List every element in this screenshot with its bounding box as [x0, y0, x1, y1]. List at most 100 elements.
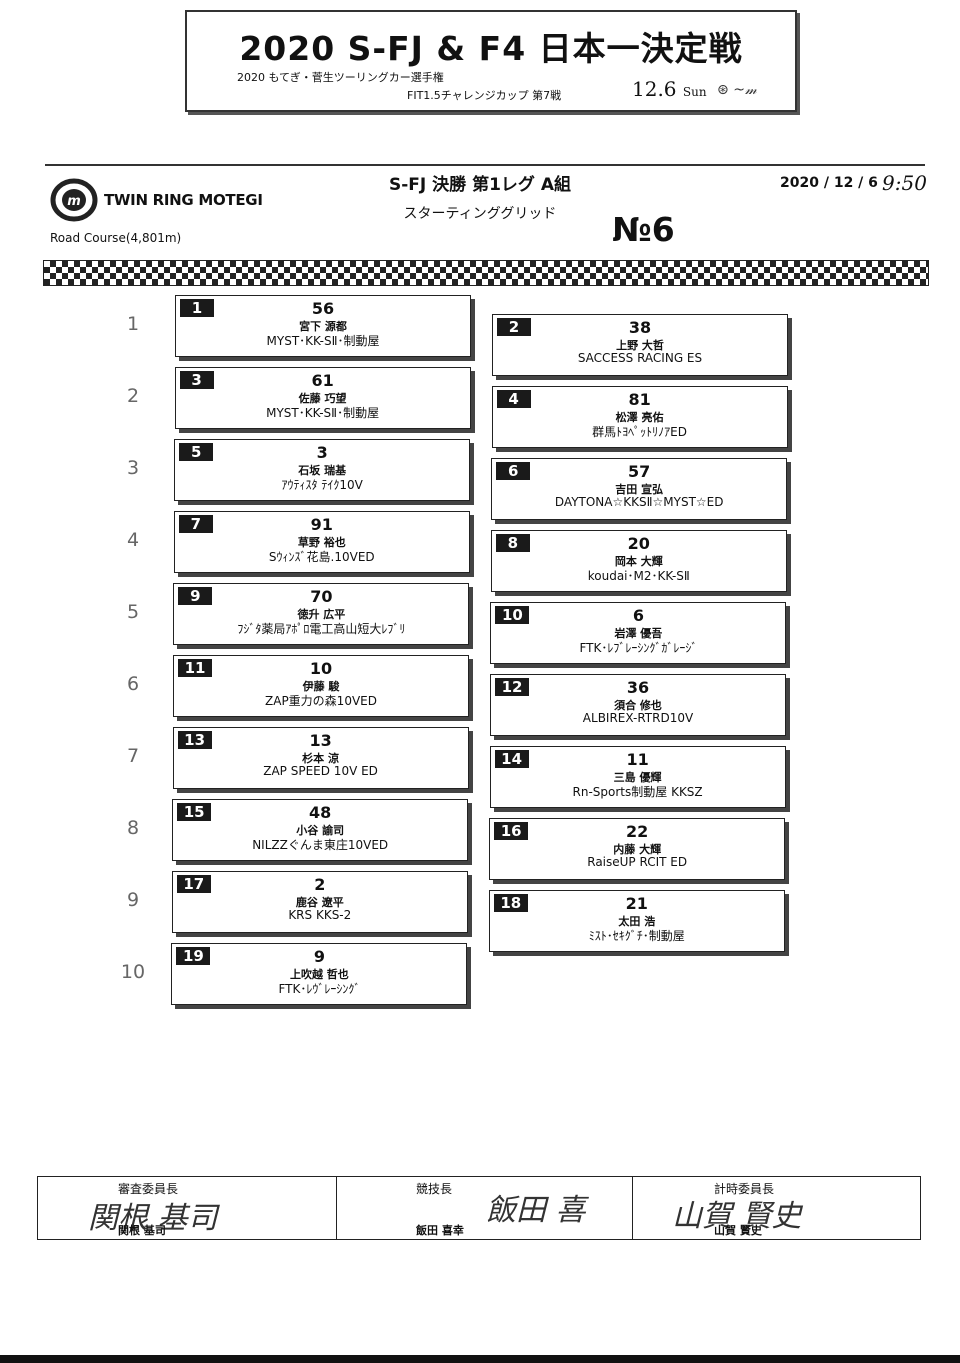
event-date: 12.6 Sun	[632, 77, 707, 101]
event-date-main: 12.6	[632, 77, 677, 101]
driver-name: 佐藤 巧望	[298, 392, 347, 405]
driver-name: 上野 大哲	[616, 339, 664, 352]
signature-cell-steward: 審査委員長 関根 基司 関根 基司	[38, 1177, 336, 1239]
grid-row-number: 2	[126, 385, 140, 407]
signature-role: 競技長	[416, 1182, 453, 1196]
car-number: 6	[632, 606, 644, 625]
grid-position-badge: 5	[179, 443, 214, 461]
grid-position-badge: 4	[496, 390, 531, 408]
team-name: ﾌｼﾞﾀ薬局ｱﾎﾟﾛ電工高山短大ﾚﾌﾞﾘ	[237, 622, 406, 636]
grid-position-badge: 7	[178, 515, 213, 533]
team-name: koudai･M2･KK-SⅡ	[587, 569, 690, 583]
grid-position-badge: 17	[176, 875, 211, 893]
team-name: MYST･KK-SⅡ･制動屋	[266, 406, 380, 420]
car-number: 20	[627, 534, 650, 553]
grid-position-badge: 9	[178, 587, 213, 605]
team-name: KRS KKS-2	[288, 908, 352, 922]
signature-role: 審査委員長	[118, 1182, 179, 1196]
car-number: 38	[628, 318, 652, 337]
driver-name: 石坂 瑞基	[298, 464, 347, 477]
signature-name: 山賀 賢史	[714, 1224, 762, 1237]
team-name: RaiseUP RCIT ED	[587, 855, 688, 869]
handwritten-signature: 関根 基司	[88, 1201, 218, 1236]
grid-position-badge: 3	[179, 371, 214, 389]
driver-name: 徳升 広平	[297, 608, 346, 621]
grid-position-badge: 1	[180, 299, 214, 317]
handwritten-signature: 飯田 喜	[486, 1193, 586, 1228]
car-number: 36	[626, 678, 650, 697]
car-number: 21	[625, 894, 648, 913]
signature-role: 計時委員長	[714, 1182, 775, 1196]
car-number: 10	[309, 659, 333, 678]
document-number: №6	[612, 210, 675, 249]
team-name: NILZZぐんま東庄10VED	[252, 838, 389, 852]
grid-position-badge: 13	[177, 731, 212, 749]
team-name: FTK･ﾚｳﾞﾚｰｼﾝｸﾞ	[278, 982, 361, 996]
event-date-day: Sun	[682, 85, 707, 99]
grid-row-number: 10	[120, 961, 146, 983]
signature-name: 飯田 喜幸	[416, 1224, 464, 1237]
team-name: ALBIREX-RTRD10V	[582, 711, 694, 725]
signature-box: 審査委員長 関根 基司 関根 基司 競技長 飯田 喜 飯田 喜幸 計時委員長 山…	[37, 1176, 921, 1240]
team-name: 群馬ﾄﾖﾍﾟｯﾄﾘﾉｱED	[592, 425, 687, 439]
driver-name: 宮下 源都	[299, 320, 347, 333]
grid-position-badge: 14	[494, 750, 529, 768]
grid-slot: 5 3 石坂 瑞基ｱｳﾃｨｽﾀ ﾃｲｸ10V	[174, 439, 471, 501]
grid-position-badge: 19	[176, 947, 211, 965]
car-number: 61	[311, 371, 334, 390]
driver-name: 岡本 大輝	[614, 555, 663, 568]
team-name: ﾐｽﾄ･ｾｷｸﾞﾁ･制動屋	[588, 929, 685, 943]
driver-name: 三島 優輝	[613, 771, 662, 784]
driver-name: 須合 修也	[614, 699, 662, 712]
signature-cell-timekeeper: 計時委員長 山賀 賢史 山賀 賢史	[632, 1177, 918, 1239]
twin-ring-motegi-logo-icon: m	[50, 178, 98, 222]
grid-row-number: 8	[126, 817, 140, 839]
grid-position-badge: 11	[178, 659, 212, 677]
grid-row-number: 3	[126, 457, 140, 479]
team-name: ｱｳﾃｨｽﾀ ﾃｲｸ10V	[281, 478, 363, 492]
race-subtitle: スターティンググリッド	[403, 206, 557, 222]
handwritten-signature: 山賀 賢史	[672, 1199, 802, 1234]
team-name: FTK･ﾚﾌﾞﾚｰｼﾝｸﾞｶﾞﾚｰｼﾞ	[579, 641, 698, 655]
event-header: 2020 S-FJ & F4 日本一決定戦 2020 もてぎ・菅生ツーリングカー…	[185, 10, 797, 112]
car-number: 3	[316, 443, 328, 462]
driver-name: 鹿谷 遼平	[295, 896, 344, 909]
document-date: 2020 / 12 / 6	[780, 175, 878, 191]
driver-name: 伊藤 駿	[302, 680, 340, 693]
grid-row-number: 9	[126, 889, 140, 911]
event-subtitle-2: FIT1.5チャレンジカップ 第7戦	[407, 89, 562, 102]
team-name: ZAP SPEED 10V ED	[263, 764, 378, 778]
driver-name: 上吹越 哲也	[289, 968, 349, 981]
grid-position-badge: 8	[495, 534, 530, 552]
race-title: S-FJ 決勝 第1レグ A組	[389, 175, 571, 195]
divider	[336, 1177, 337, 1239]
team-name: ZAP重力の森10VED	[265, 694, 377, 708]
driver-name: 小谷 諭司	[296, 824, 345, 837]
checkered-flag-bar	[43, 260, 929, 286]
team-name: Rn-Sports制動屋 KKSZ	[572, 785, 703, 799]
course-info: Road Course(4,801m)	[50, 231, 182, 245]
car-number: 9	[313, 947, 325, 966]
team-name: Sｳｨﾝｽﾞ花島.10VED	[268, 550, 375, 564]
divider	[45, 164, 925, 166]
script-logo-icon: ~𝓂	[733, 82, 757, 98]
badge-logo-icon: ⊛	[717, 82, 729, 98]
driver-name: 吉田 宣弘	[615, 483, 664, 496]
driver-name: 杉本 涼	[302, 752, 340, 765]
circuit-name: TWIN RING MOTEGI	[104, 191, 263, 209]
grid-position-badge: 6	[496, 462, 531, 480]
